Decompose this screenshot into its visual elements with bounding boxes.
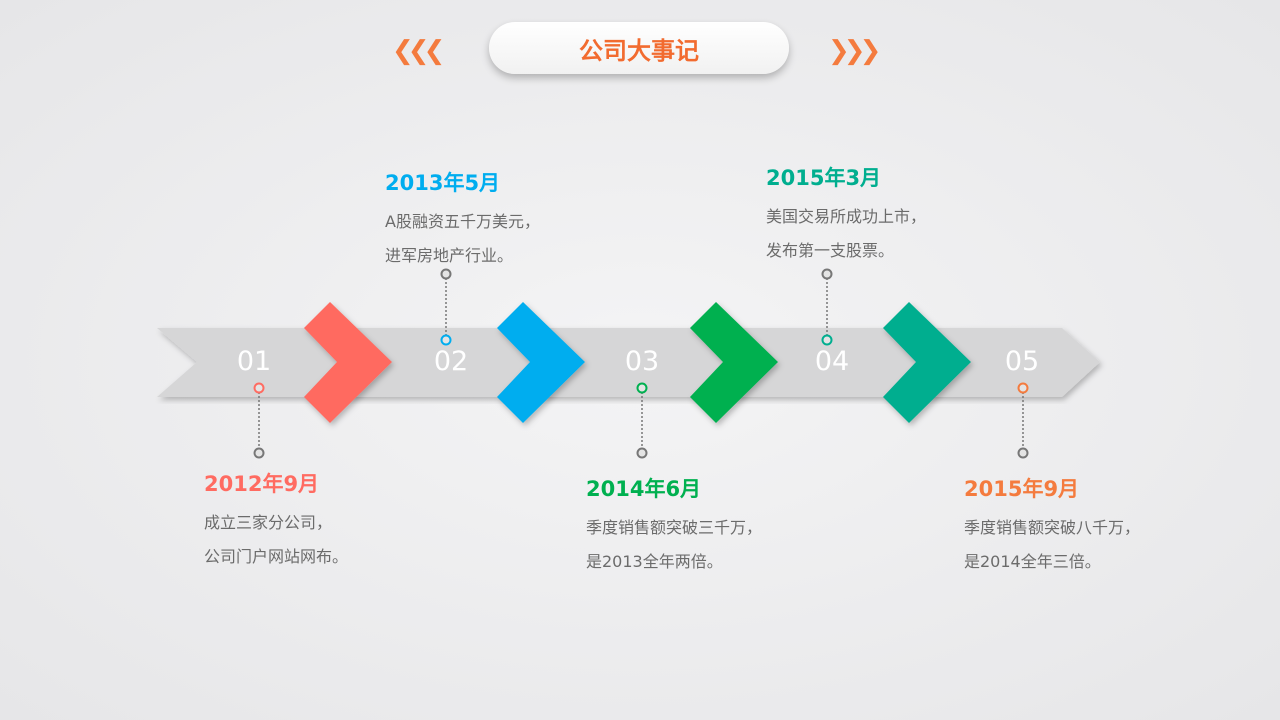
event-2013-05: 2013年5月 A股融资五千万美元， 进军房地产行业。	[385, 167, 540, 273]
connector-dot	[821, 334, 833, 346]
event-date: 2015年9月	[964, 477, 1080, 501]
event-text: 进军房地产行业。	[385, 246, 514, 265]
event-2012-09: 2012年9月 成立三家分公司， 公司门户网站网布。	[204, 468, 348, 574]
event-text: 成立三家分公司，	[204, 513, 333, 532]
connector-dot	[1017, 447, 1029, 459]
event-text: 是2013全年两倍。	[586, 552, 723, 571]
event-text: 美国交易所成功上市，	[766, 207, 927, 226]
event-text: 是2014全年三倍。	[964, 552, 1101, 571]
right-chevrons-icon: ❯❯❯	[828, 36, 881, 66]
event-date: 2013年5月	[385, 171, 501, 195]
step-number: 03	[624, 346, 660, 377]
event-text: 公司门户网站网布。	[204, 547, 349, 566]
page-title: 公司大事记	[489, 22, 789, 74]
step-number: 05	[1004, 346, 1040, 377]
step-number: 02	[433, 346, 469, 377]
event-date: 2012年9月	[204, 472, 320, 496]
event-2015-09: 2015年9月 季度销售额突破八千万， 是2014全年三倍。	[964, 473, 1140, 579]
event-text: 季度销售额突破八千万，	[964, 518, 1141, 537]
chevron-arrow-icon	[304, 302, 392, 423]
event-text: 季度销售额突破三千万，	[586, 518, 763, 537]
connector-dot	[440, 268, 452, 280]
step-number: 01	[236, 346, 272, 377]
connector-dot	[821, 268, 833, 280]
connector-dot	[636, 382, 648, 394]
chevron-arrow-icon	[690, 302, 778, 423]
event-2014-06: 2014年6月 季度销售额突破三千万， 是2013全年两倍。	[586, 473, 762, 579]
event-text: A股融资五千万美元，	[385, 212, 540, 231]
chevron-arrow-icon	[883, 302, 971, 423]
left-chevrons-icon: ❮❮❮	[392, 36, 445, 66]
chevron-arrow-icon	[497, 302, 585, 423]
event-date: 2015年3月	[766, 166, 882, 190]
event-date: 2014年6月	[586, 477, 702, 501]
connector-dot	[636, 447, 648, 459]
connector-dot	[440, 334, 452, 346]
step-number: 04	[814, 346, 850, 377]
event-text: 发布第一支股票。	[766, 241, 895, 260]
event-2015-03: 2015年3月 美国交易所成功上市， 发布第一支股票。	[766, 162, 926, 268]
timeline-arrow-band	[157, 328, 1100, 397]
connector-dot	[253, 447, 265, 459]
connector-dot	[1017, 382, 1029, 394]
connector-dot	[253, 382, 265, 394]
